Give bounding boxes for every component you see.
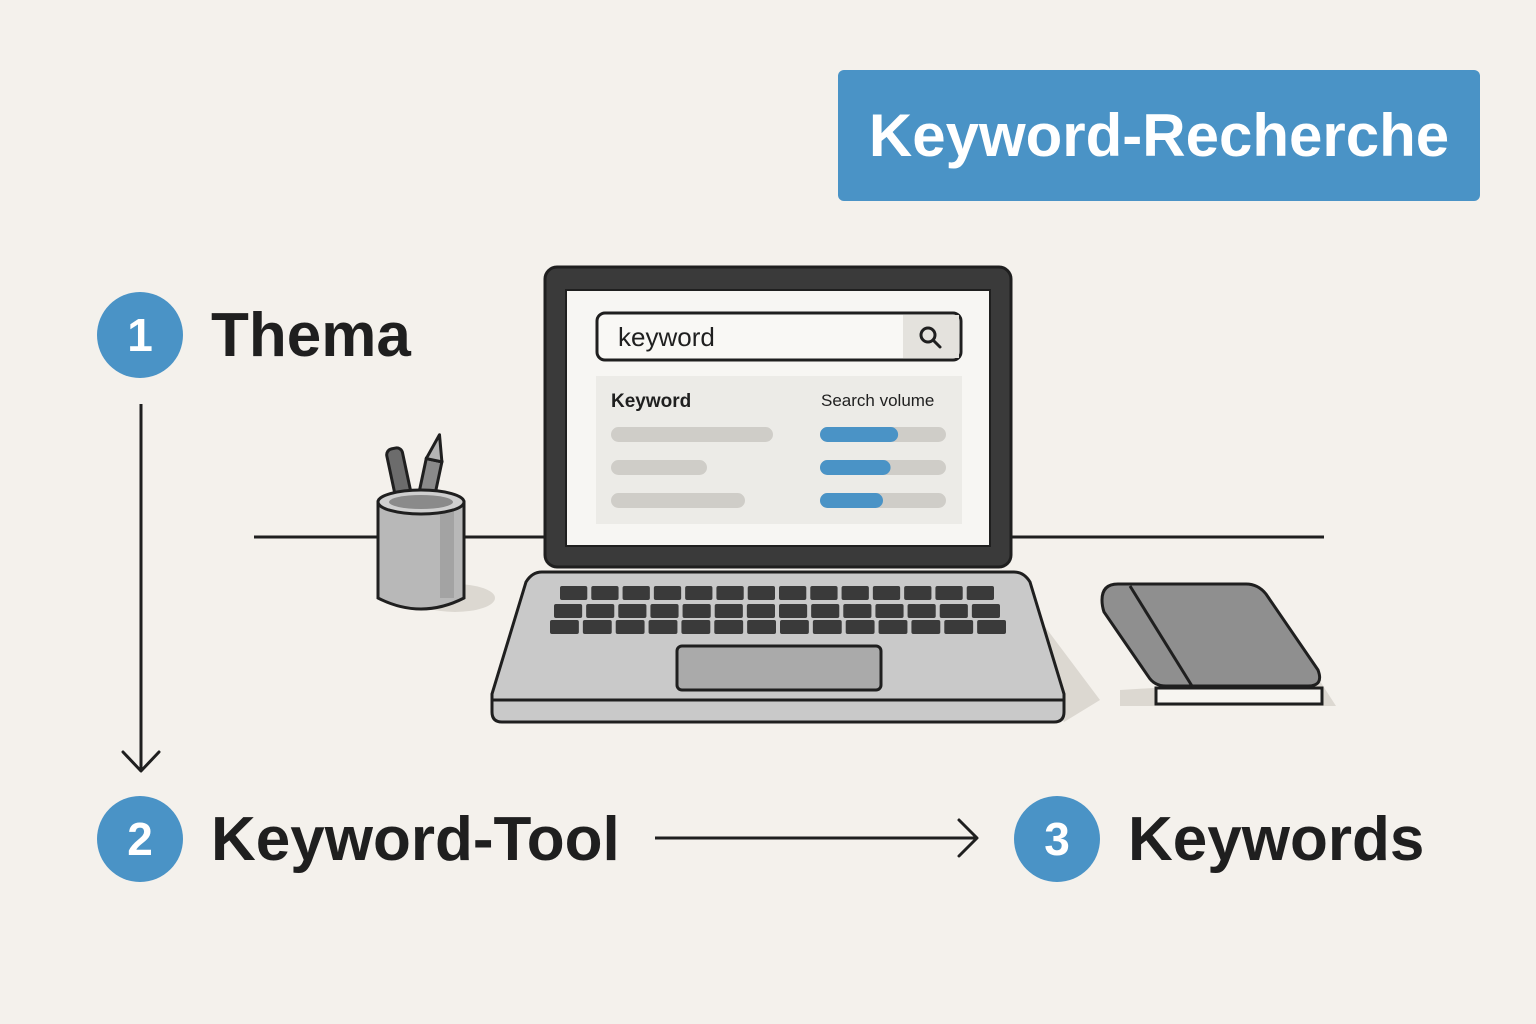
keyword-placeholder-bar bbox=[611, 493, 745, 508]
keyboard-key bbox=[550, 620, 579, 634]
keyboard-key bbox=[872, 586, 901, 600]
keyboard-key bbox=[904, 586, 932, 600]
keyboard-key bbox=[681, 620, 711, 634]
search-button bbox=[903, 315, 959, 358]
keyboard-key bbox=[714, 604, 743, 618]
keyboard-key bbox=[591, 586, 619, 600]
keyboard-key bbox=[554, 604, 583, 618]
keyboard-key bbox=[977, 620, 1006, 634]
volume-fill-bar bbox=[820, 427, 899, 442]
notebook-icon bbox=[1100, 582, 1336, 706]
volume-fill-bar bbox=[820, 493, 883, 508]
keyboard-key bbox=[648, 620, 678, 634]
keyboard-key bbox=[714, 620, 744, 634]
keyboard-key bbox=[622, 586, 650, 600]
keyboard-key bbox=[810, 586, 838, 600]
keyboard-key bbox=[841, 586, 869, 600]
arrow-right-icon bbox=[655, 818, 979, 858]
title-banner: Keyword-Recherche bbox=[838, 70, 1480, 201]
volume-fill-bar bbox=[820, 460, 891, 475]
keyboard-key bbox=[935, 586, 963, 600]
step-number-badge: 2 bbox=[97, 796, 183, 882]
search-icon bbox=[919, 326, 942, 349]
keyboard-key bbox=[907, 604, 936, 618]
step-thema: 1 Thema bbox=[97, 292, 411, 378]
keyword-placeholder-bar bbox=[611, 427, 773, 442]
keyboard-key bbox=[843, 604, 872, 618]
arrow-down-icon bbox=[121, 404, 161, 773]
step-keyword-tool: 2 Keyword-Tool bbox=[97, 796, 620, 882]
pencil-cup-icon bbox=[376, 433, 495, 612]
keyboard-key bbox=[780, 620, 809, 634]
keyboard-key bbox=[779, 604, 808, 618]
keyboard-key bbox=[944, 620, 974, 634]
keyboard-key bbox=[845, 620, 875, 634]
keyboard-key bbox=[746, 604, 775, 618]
keyboard-key bbox=[779, 586, 807, 600]
keyboard-key bbox=[811, 604, 840, 618]
keyboard-key bbox=[747, 586, 775, 600]
keyboard-key bbox=[682, 604, 711, 618]
keyword-placeholder-bar bbox=[611, 460, 707, 475]
keyboard-key bbox=[878, 620, 908, 634]
keyboard-key bbox=[747, 620, 776, 634]
keyboard-key bbox=[618, 604, 647, 618]
keyboard-key bbox=[966, 586, 994, 600]
keyboard-key bbox=[911, 620, 941, 634]
keyboard-key bbox=[653, 586, 682, 600]
col-keyword-header: Keyword bbox=[611, 391, 691, 412]
laptop-screen: keyword Keyword Search volume bbox=[595, 311, 963, 524]
keyboard-key bbox=[716, 586, 744, 600]
keyboard-key bbox=[685, 586, 713, 600]
col-volume-header: Search volume bbox=[821, 391, 934, 410]
keyboard-key bbox=[615, 620, 645, 634]
step-label: Thema bbox=[211, 300, 411, 370]
page-title: Keyword-Recherche bbox=[868, 102, 1450, 169]
keyboard-key bbox=[812, 620, 842, 634]
keyboard-key bbox=[650, 604, 679, 618]
step-label: Keyword-Tool bbox=[211, 804, 620, 874]
keyboard-key bbox=[939, 604, 968, 618]
keyboard-key bbox=[560, 586, 588, 600]
keyboard-key bbox=[971, 604, 1000, 618]
step-label: Keywords bbox=[1128, 804, 1425, 874]
search-value: keyword bbox=[618, 322, 715, 352]
search-input bbox=[595, 311, 963, 362]
keyboard-key bbox=[582, 620, 612, 634]
keyboard-key bbox=[586, 604, 615, 618]
keyboard-key bbox=[875, 604, 904, 618]
step-number-badge: 1 bbox=[97, 292, 183, 378]
step-keywords: 3 Keywords bbox=[1014, 796, 1424, 882]
step-number-badge: 3 bbox=[1014, 796, 1100, 882]
